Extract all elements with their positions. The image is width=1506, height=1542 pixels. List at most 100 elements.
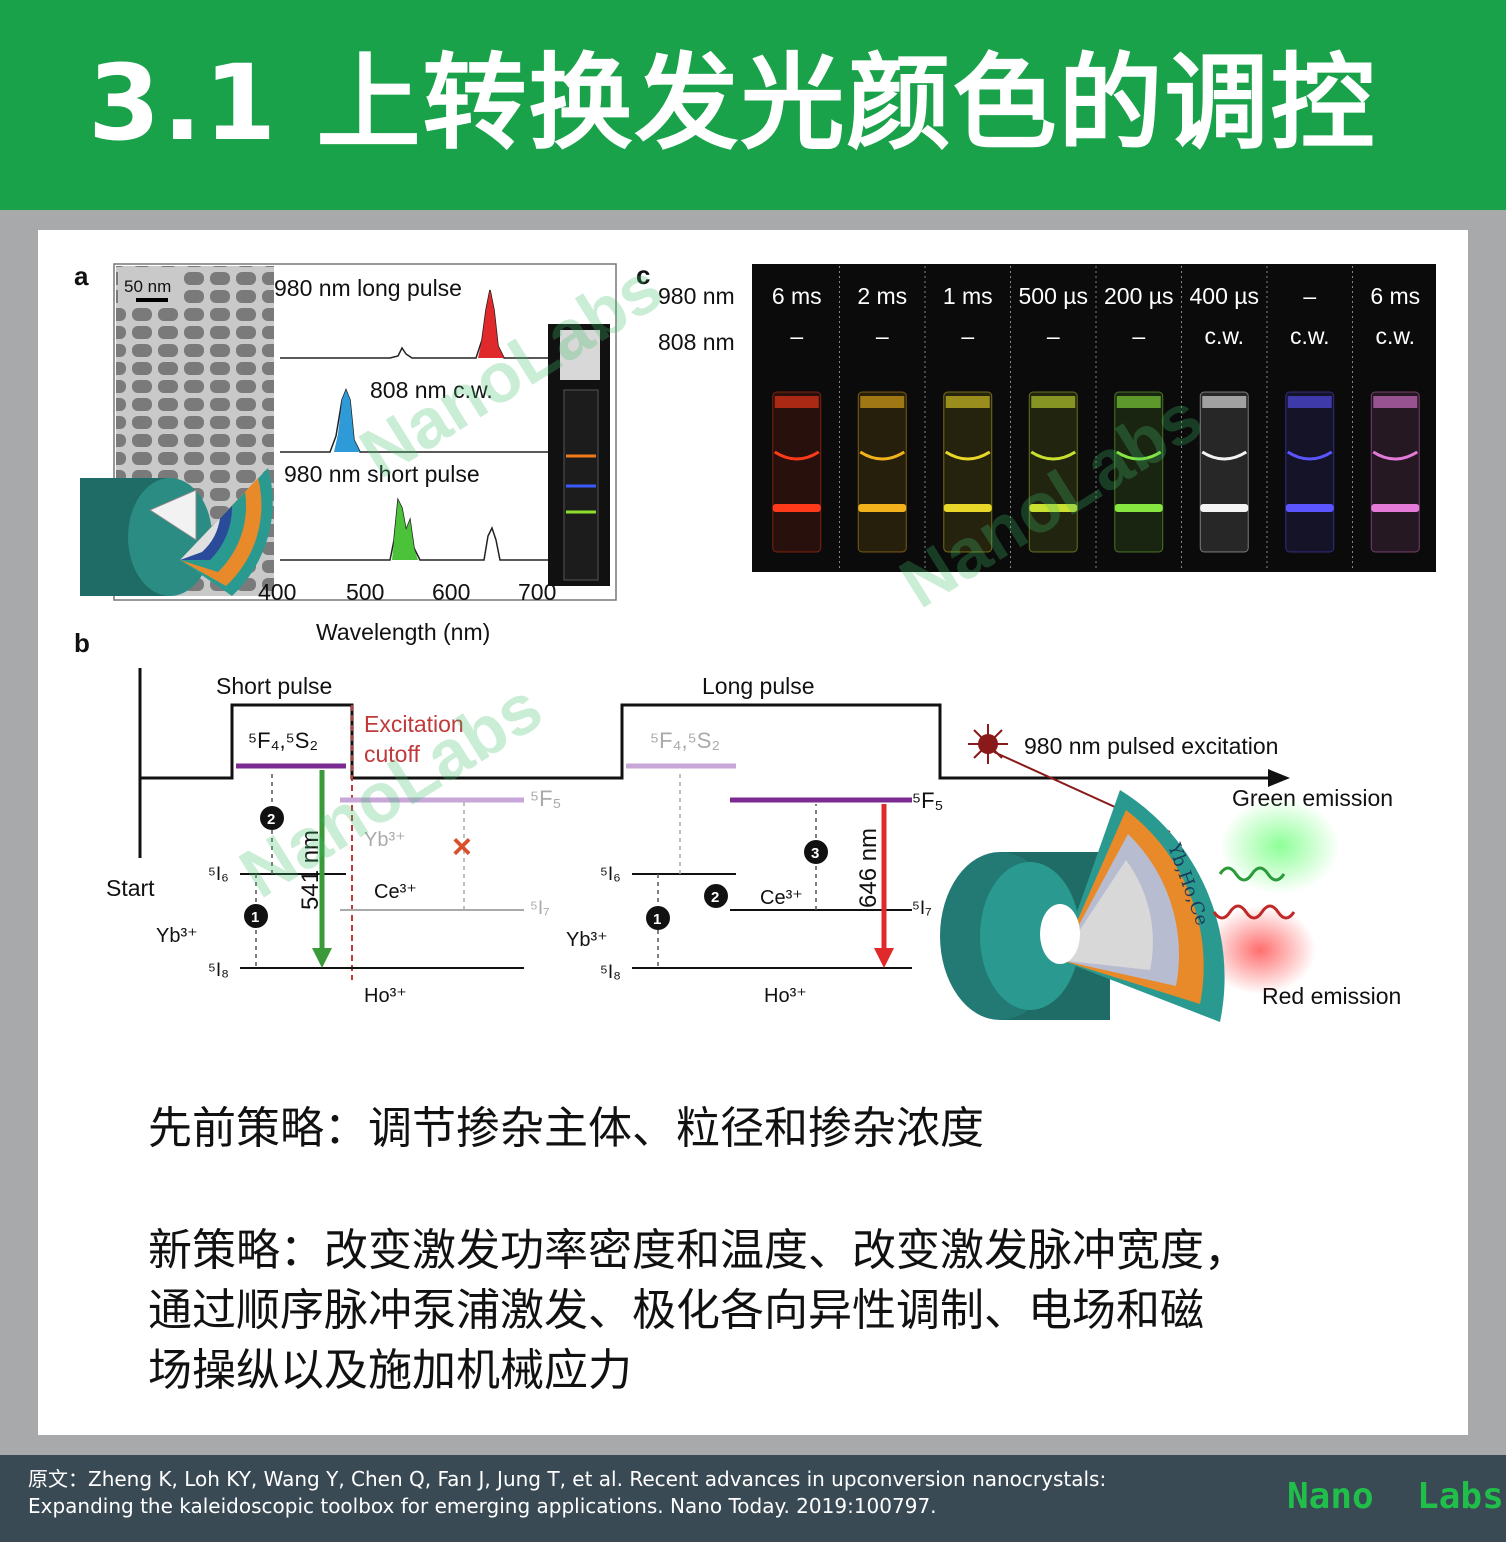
vial: [1199, 391, 1249, 553]
energy-levels-left: ×: [236, 763, 524, 969]
yb-left: Yb³⁺: [156, 925, 198, 947]
vial-emission-band: [1029, 504, 1078, 512]
step-3-right: 3: [811, 845, 819, 862]
pulse-timeline: [138, 668, 1276, 858]
short-pulse-label: Short pulse: [216, 673, 332, 699]
vial-meniscus: [859, 450, 906, 461]
panel-b-label: b: [74, 628, 90, 658]
vial: [772, 391, 822, 553]
green-wavelength-label: 541 nm: [297, 830, 324, 910]
panel-a-label: a: [74, 261, 89, 291]
vial-top-glow: [1116, 396, 1161, 408]
brand-logo: Nano Labs: [1287, 1476, 1504, 1517]
spectrum-808-cw: [280, 387, 596, 453]
vial-top-glow: [1202, 396, 1247, 408]
spectrum-long-pulse: [280, 289, 596, 359]
excitation-label: 980 nm pulsed excitation: [1024, 733, 1278, 759]
scale-bar-label: 50 nm: [124, 277, 171, 296]
pulse-980-label: 6 ms: [1370, 283, 1420, 309]
ho-right: Ho³⁺: [764, 985, 807, 1007]
vial: [1285, 391, 1335, 553]
pulse-808-label: –: [1047, 323, 1060, 349]
red-wavelength-label: 646 nm: [855, 828, 882, 908]
page-title: 3.1 上转换发光颜色的调控: [88, 42, 1377, 164]
level-5i8-left: ⁵I₈: [208, 960, 229, 981]
vial-meniscus: [1201, 450, 1248, 461]
x-tick-500: 500: [346, 579, 384, 605]
panel-c-label: c: [636, 260, 650, 290]
vial-top-glow: [774, 396, 819, 408]
step-2-left: 2: [267, 811, 275, 828]
vial-top-glow: [1373, 396, 1418, 408]
spectrum-808-label: 808 nm c.w.: [370, 377, 493, 403]
spectrum-short-pulse-label: 980 nm short pulse: [284, 461, 480, 487]
time-arrow-head: [1268, 769, 1290, 787]
vial: [857, 391, 907, 553]
pulse-980-label: 2 ms: [857, 283, 907, 309]
yb-right: Yb³⁺: [566, 929, 608, 951]
laser-burst-icon: [968, 724, 1008, 764]
pulse-808-label: –: [1132, 323, 1145, 349]
vial-top-glow: [1287, 396, 1332, 408]
core-shell-particle-b: [940, 790, 1340, 1022]
vial-emission-band: [772, 504, 821, 512]
ho-left: Ho³⁺: [364, 985, 407, 1007]
x-tick-700: 700: [518, 579, 556, 605]
x-tick-400: 400: [258, 579, 296, 605]
vial-emission-band: [1114, 504, 1163, 512]
level-5i7-left: ⁵I₇: [530, 898, 550, 919]
cuvette-photo: [548, 324, 610, 586]
level-5f5-left: ⁵F₅: [530, 786, 561, 811]
new-strategy-text-2: 通过顺序脉冲泵浦激发、极化各向异性调制、电场和磁: [148, 1285, 1204, 1336]
yb-faded: Yb³⁺: [364, 829, 406, 851]
vial-top-glow: [1031, 396, 1076, 408]
vial-top-glow: [945, 396, 990, 408]
pulse-808-label: c.w.: [1204, 323, 1244, 349]
level-5f4-5s2-right: ⁵F₄,⁵S₂: [650, 728, 720, 753]
row-label-808: 808 nm: [658, 329, 735, 355]
figure: a 50 nm 980 nm long pulse 808 nm c.w. 98…: [74, 247, 1436, 1022]
cutoff-label-2: cutoff: [364, 741, 420, 767]
spectrum-long-pulse-label: 980 nm long pulse: [274, 275, 462, 301]
vial-meniscus: [1115, 450, 1162, 461]
svg-text:×: ×: [452, 828, 472, 866]
vial-meniscus: [1372, 450, 1419, 461]
step-1-right: 1: [653, 911, 661, 928]
scale-bar: [136, 298, 168, 302]
vials-photo: [752, 264, 1436, 572]
level-5f4-5s2-left: ⁵F₄,⁵S₂: [248, 728, 318, 753]
ce-right: Ce³⁺: [760, 887, 803, 909]
vial-emission-band: [1200, 504, 1249, 512]
vial-meniscus: [1286, 450, 1333, 461]
vial-columns: 6 ms–2 ms–1 ms–500 µs–200 µs–400 µsc.w.–…: [772, 266, 1420, 570]
vial-top-glow: [860, 396, 905, 408]
level-5f5-right: ⁵F₅: [912, 788, 943, 813]
vial-emission-band: [858, 504, 907, 512]
vial-meniscus: [944, 450, 991, 461]
pulse-808-label: c.w.: [1290, 323, 1330, 349]
pulse-808-label: –: [961, 323, 974, 349]
long-pulse-label: Long pulse: [702, 673, 815, 699]
level-5i6-left: ⁵I₆: [208, 864, 229, 885]
citation-line-2: Expanding the kaleidoscopic toolbox for …: [28, 1494, 937, 1518]
spectrum-short-pulse: [280, 497, 596, 561]
pulse-808-label: c.w.: [1375, 323, 1415, 349]
pulse-980-label: –: [1303, 283, 1316, 309]
start-label: Start: [106, 875, 155, 901]
pulse-980-label: 400 µs: [1189, 283, 1259, 309]
ce-left: Ce³⁺: [374, 881, 417, 903]
citation: 原文：Zheng K, Loh KY, Wang Y, Chen Q, Fan …: [28, 1466, 1228, 1520]
vial-meniscus: [773, 450, 820, 461]
pulse-980-label: 200 µs: [1104, 283, 1174, 309]
vial: [1370, 391, 1420, 553]
x-axis-label: Wavelength (nm): [316, 619, 490, 645]
footer-bar: [0, 1455, 1506, 1542]
vial-emission-band: [943, 504, 992, 512]
level-5i8-right: ⁵I₈: [600, 962, 621, 983]
step-1-left: 1: [251, 909, 259, 926]
pulse-808-label: –: [876, 323, 889, 349]
vial-meniscus: [1030, 450, 1077, 461]
x-tick-600: 600: [432, 579, 470, 605]
step-2-right: 2: [711, 889, 719, 906]
cutoff-label-1: Excitation: [364, 711, 464, 737]
